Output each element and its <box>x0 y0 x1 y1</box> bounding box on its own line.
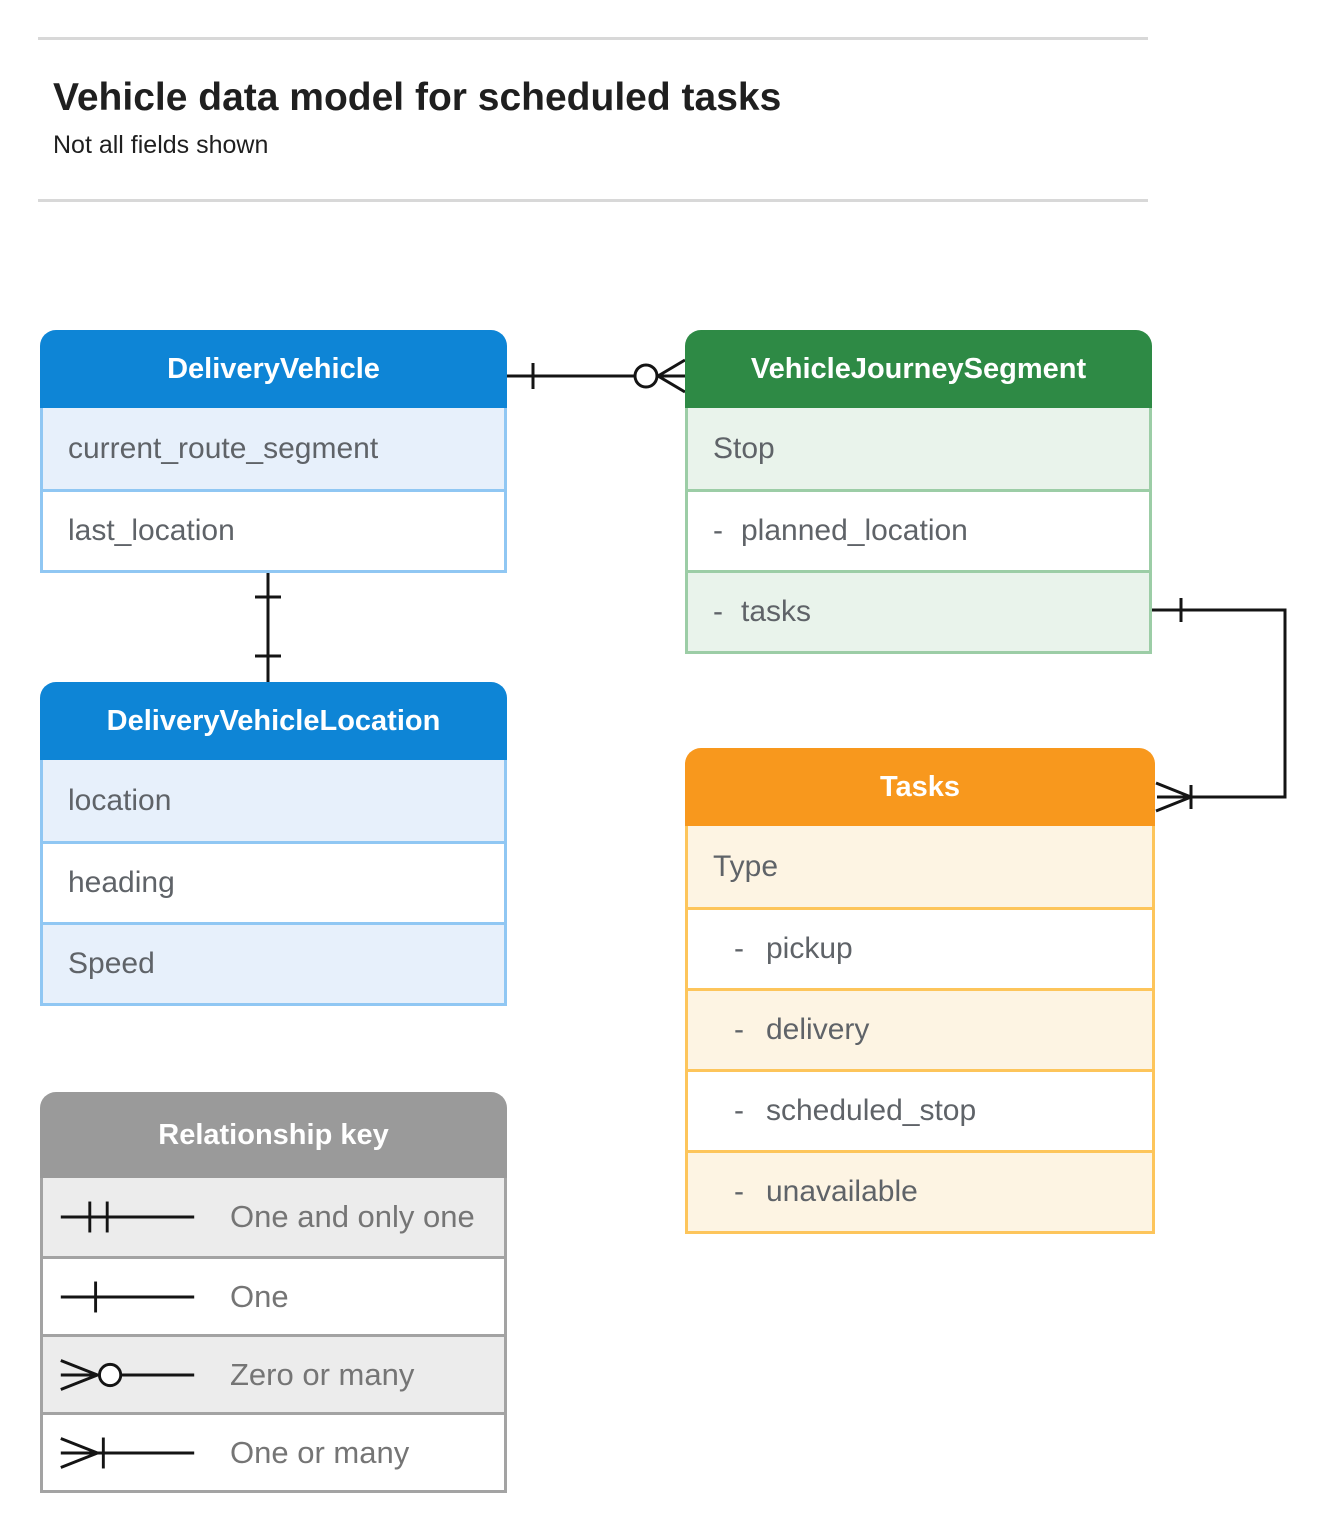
field-label: Type <box>713 849 779 883</box>
page-subtitle: Not all fields shown <box>53 130 269 159</box>
field-label: Stop <box>713 431 775 465</box>
one-icon <box>60 1281 195 1312</box>
field-label: heading <box>68 866 175 899</box>
entity-vehicle-journey-segment: VehicleJourneySegment Stop - planned_loc… <box>685 330 1152 654</box>
field-dash: - <box>713 514 723 547</box>
field-row: - delivery <box>688 988 1152 1069</box>
entity-delivery-vehicle-title: DeliveryVehicle <box>40 330 507 408</box>
field-row: - unavailable <box>688 1150 1152 1231</box>
field-label: Speed <box>68 947 155 980</box>
field-label: unavailable <box>766 1175 918 1208</box>
key-label: Zero or many <box>230 1356 415 1392</box>
top-divider <box>38 37 1148 40</box>
relationship-key-title: Relationship key <box>40 1092 507 1178</box>
key-label: One and only one <box>230 1199 475 1234</box>
field-label: current_route_segment <box>68 431 379 465</box>
header-divider <box>38 199 1148 202</box>
field-row: - pickup <box>688 907 1152 988</box>
connector-tasks-elbow <box>1152 598 1287 813</box>
title-block: Vehicle data model for scheduled tasks N… <box>53 76 781 160</box>
entity-delivery-vehicle-body: current_route_segment last_location <box>40 408 507 573</box>
entity-delivery-vehicle: DeliveryVehicle current_route_segment la… <box>40 330 507 573</box>
relationship-key: Relationship key One and only one One <box>40 1092 507 1493</box>
field-label: delivery <box>766 1013 870 1046</box>
field-label: scheduled_stop <box>766 1094 977 1127</box>
entity-tasks-body: Type - pickup - delivery - scheduled_sto… <box>685 826 1155 1234</box>
field-row: Type <box>688 826 1152 907</box>
zero-or-many-icon <box>60 1358 195 1391</box>
connector-deliveryvehicle-deliveryvehiclelocation <box>255 572 281 682</box>
field-dash: - <box>734 1175 744 1208</box>
field-row: - scheduled_stop <box>688 1069 1152 1150</box>
key-row: One <box>43 1256 504 1334</box>
field-row: current_route_segment <box>43 408 504 489</box>
entity-vehicle-journey-segment-body: Stop - planned_location - tasks <box>685 408 1152 654</box>
field-label: pickup <box>766 932 853 965</box>
one-and-only-one-icon <box>60 1201 195 1233</box>
field-row: location <box>43 760 504 841</box>
connector-deliveryvehicle-vehiclejourneysegment <box>507 358 686 394</box>
one-or-many-icon <box>60 1436 195 1469</box>
field-dash: - <box>713 595 723 628</box>
field-row: last_location <box>43 489 504 570</box>
field-label: last_location <box>68 514 235 547</box>
field-row: Stop <box>688 408 1149 489</box>
key-row: One or many <box>43 1412 504 1490</box>
entity-delivery-vehicle-location: DeliveryVehicleLocation location heading… <box>40 682 507 1006</box>
field-dash: - <box>734 1094 744 1127</box>
relationship-key-body: One and only one One Zero or many <box>40 1178 507 1493</box>
entity-tasks: Tasks Type - pickup - delivery - schedul… <box>685 748 1155 1234</box>
entity-delivery-vehicle-location-title: DeliveryVehicleLocation <box>40 682 507 760</box>
field-row: - tasks <box>688 570 1149 651</box>
entity-delivery-vehicle-location-body: location heading Speed <box>40 760 507 1006</box>
page-title: Vehicle data model for scheduled tasks <box>53 76 782 119</box>
field-row: Speed <box>43 922 504 1003</box>
entity-vehicle-journey-segment-title: VehicleJourneySegment <box>685 330 1152 408</box>
key-label: One or many <box>230 1434 410 1470</box>
entity-tasks-title: Tasks <box>685 748 1155 826</box>
field-row: heading <box>43 841 504 922</box>
field-label: tasks <box>741 595 812 628</box>
key-label: One <box>230 1278 289 1314</box>
field-row: - planned_location <box>688 489 1149 570</box>
key-row: Zero or many <box>43 1334 504 1412</box>
field-dash: - <box>734 932 744 965</box>
key-row: One and only one <box>43 1178 504 1256</box>
field-dash: - <box>734 1013 744 1046</box>
field-label: planned_location <box>741 514 968 547</box>
field-label: location <box>68 783 172 817</box>
